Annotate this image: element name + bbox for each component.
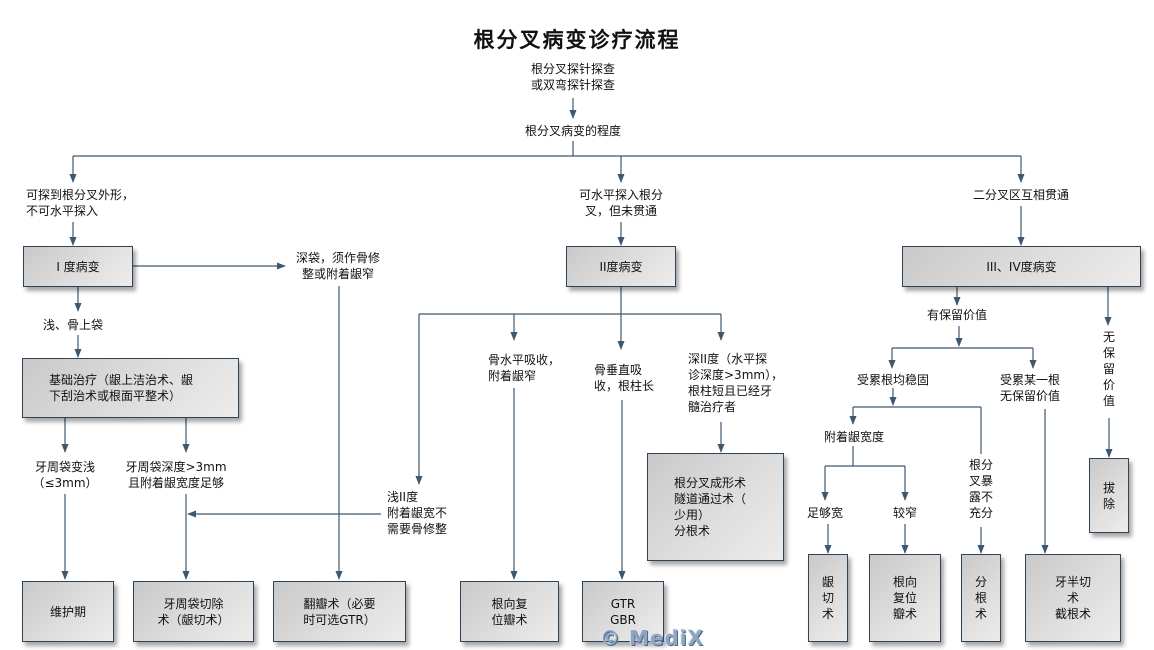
apically-repositioned-flap-box: 根向复 位瓣术 (460, 581, 559, 642)
not-worth-keeping-note: 无 保 留 价 值 (1102, 330, 1115, 408)
flap-surgery-box: 翻瓣术（必要 时可选GTR） (273, 581, 406, 642)
degree-node: 根分叉病变的程度 (524, 124, 621, 138)
grade-ii-condition: 可水平探入根分 叉，但未贯通 (578, 188, 663, 218)
roots-stable-note: 受累根均稳固 (856, 373, 929, 387)
worth-keeping-note: 有保留价值 (926, 308, 987, 322)
hemisection-box: 牙半切 术 截根术 (1025, 554, 1121, 642)
deep-grade-ii-note: 深II度（水平探 诊深度>3mm）， 根柱短且已经牙 髓治疗者 (688, 352, 784, 414)
grade-iii-iv-condition: 二分叉区互相贯通 (972, 188, 1069, 202)
root-separation-box: 分 根 术 (961, 554, 1001, 642)
gingiva-width-note: 附着龈宽度 (823, 430, 884, 444)
wide-enough-note: 足够宽 (806, 506, 843, 520)
start-node: 根分叉探针探查 或双弯探针探查 (530, 62, 615, 92)
apical-flap-box: 根向 复位 瓣术 (869, 554, 941, 642)
gingivectomy-box: 龈 切 术 (808, 554, 848, 642)
grade-i-box: I 度病变 (23, 246, 133, 287)
furcation-plasty-box: 根分叉成形术 隧道通过术（ 少用） 分根术 (647, 453, 784, 561)
pocket-deep-note: 牙周袋深度>3mm 且附着龈宽度足够 (125, 460, 227, 490)
deep-pocket-note: 深袋，须作骨修 整或附着龈窄 (295, 251, 380, 281)
shallow-pocket-note: 浅、骨上袋 (43, 318, 104, 332)
one-root-lost-note: 受累某一根 无保留价值 (1000, 373, 1061, 403)
horizontal-bone-loss-note: 骨水平吸收， 附着龈窄 (488, 353, 561, 383)
grade-iii-iv-box: III、IV度病变 (902, 246, 1141, 287)
pocket-shallow-note: 牙周袋变浅 （≤3mm） (32, 460, 98, 490)
shallow-grade-ii-note: 浅II度 附着龈宽不 需要骨修整 (387, 490, 448, 536)
narrow-note: 较窄 (892, 506, 917, 520)
furcation-exposure-note: 根分 叉暴 露不 充分 (968, 458, 993, 520)
gtr-gbr-box: GTR GBR (582, 581, 664, 642)
page-title: 根分叉病变诊疗流程 (473, 28, 681, 52)
extraction-box: 拔 除 (1089, 458, 1129, 533)
vertical-bone-loss-note: 骨垂直吸 收，根柱长 (594, 363, 655, 393)
grade-ii-box: II度病变 (566, 246, 676, 287)
grade-i-condition: 可探到根分叉外形， 不可水平探入 (26, 188, 135, 218)
watermark: © MediX (600, 626, 705, 650)
pocket-resection-box: 牙周袋切除 术（龈切术） (133, 581, 254, 642)
basic-therapy-box: 基础治疗（龈上洁治术、龈 下刮治术或根面平整术） (22, 358, 239, 418)
maintenance-box: 维护期 (22, 581, 114, 642)
